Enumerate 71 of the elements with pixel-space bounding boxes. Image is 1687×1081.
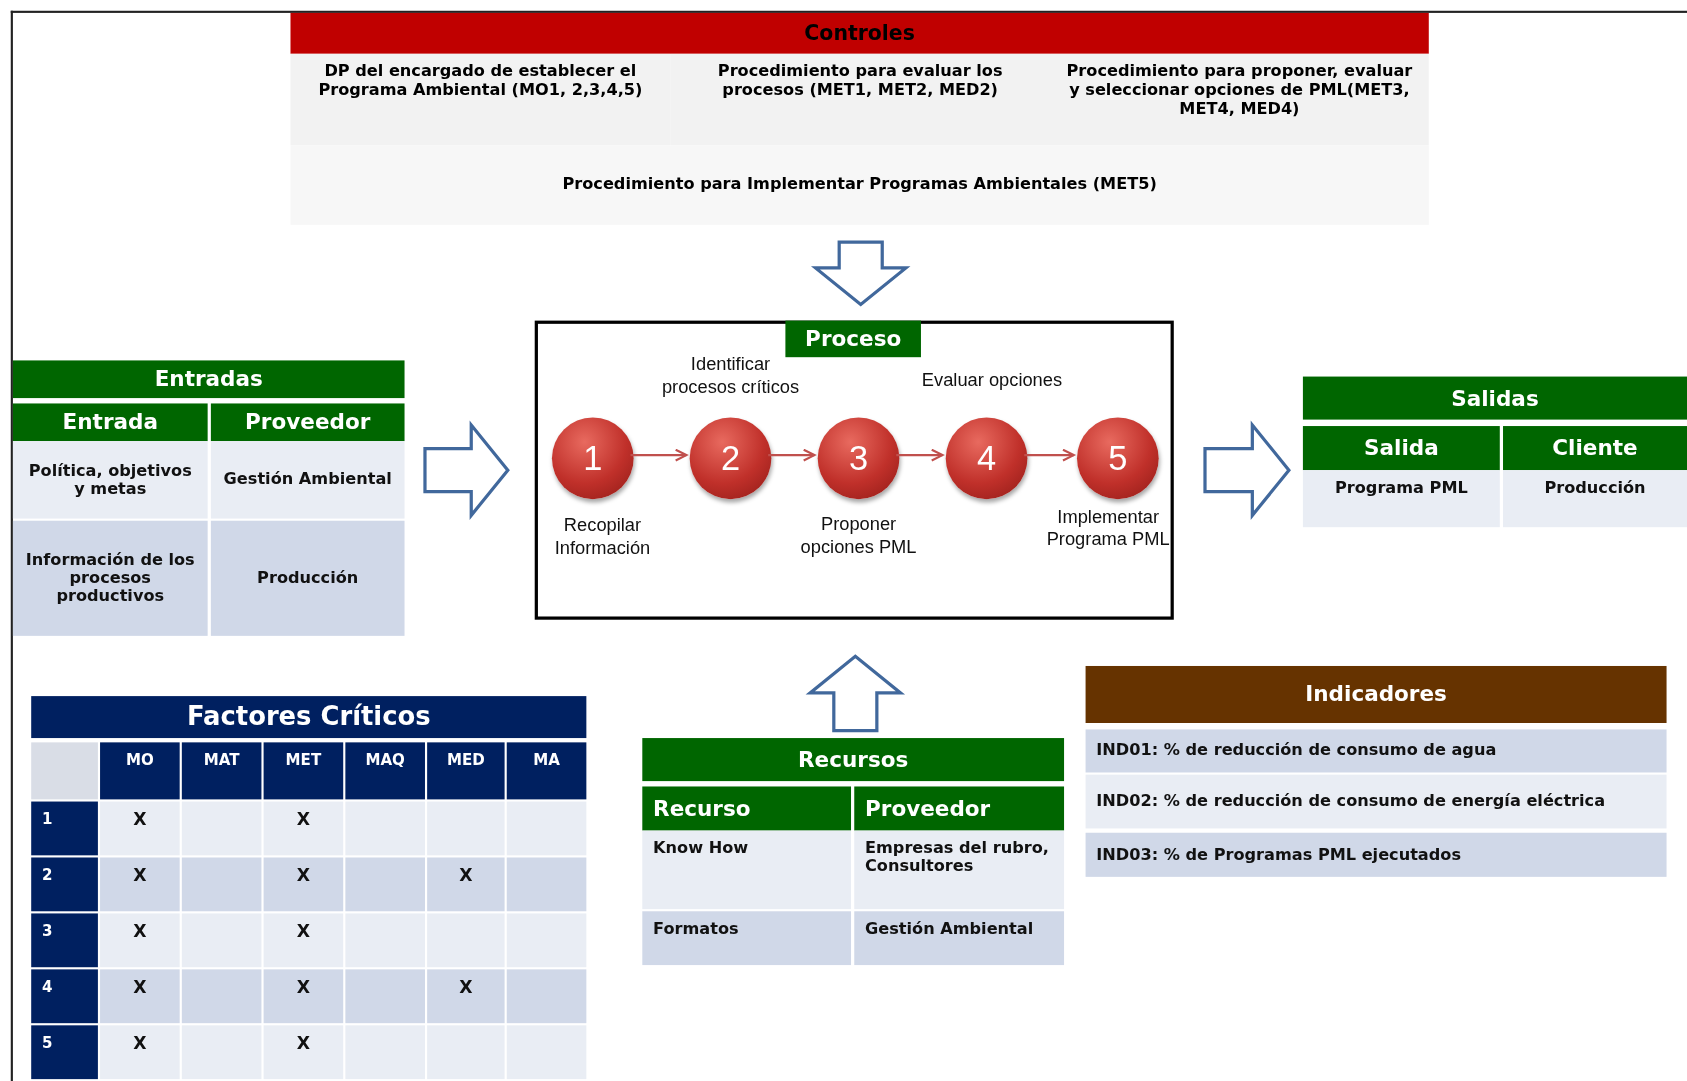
table-header: Factores Críticos — [31, 696, 587, 739]
table-header: Recurso — [642, 786, 852, 831]
table-header: 1 — [31, 801, 98, 856]
table-cell: Know How — [642, 830, 852, 910]
step-label: Recopilar Información — [553, 514, 652, 560]
table-cell: Formatos — [642, 911, 852, 966]
table-header: Cliente — [1503, 426, 1687, 471]
step-circle: 5 — [1076, 417, 1159, 500]
table-header: MET — [263, 742, 344, 800]
block-arrow — [423, 420, 510, 520]
table-header: Entrada — [12, 403, 208, 442]
arrow — [896, 448, 944, 462]
table-cell: X — [100, 913, 180, 968]
table-cell: Gestión Ambiental — [210, 441, 405, 519]
table-header: Indicadores — [1085, 666, 1667, 723]
table-cell: X — [263, 1025, 344, 1080]
table-header: 5 — [31, 1025, 98, 1080]
block-arrow — [805, 654, 906, 733]
table-cell: Gestión Ambiental — [854, 911, 1065, 966]
table-cell: IND01: % de reducción de consumo de agua — [1085, 729, 1667, 773]
step-label: Evaluar opciones — [920, 369, 1064, 392]
table-header: MED — [427, 742, 505, 800]
table-header: MA — [506, 742, 587, 800]
table-cell: Información de los procesos productivos — [12, 520, 208, 636]
table-header: MAQ — [345, 742, 425, 800]
table-cell: Procedimiento para evaluar los procesos (MET1, MET2, MED2) — [670, 53, 1051, 146]
step-circle: 2 — [689, 417, 772, 500]
table-cell: Producción — [1503, 470, 1687, 528]
table-cell: X — [263, 857, 344, 912]
table-header: 2 — [31, 857, 98, 912]
step-label: Proponer opciones PML — [799, 513, 918, 559]
table-header: 4 — [31, 969, 98, 1024]
step-label: Implementar Programa PML — [1045, 505, 1171, 552]
table-header: Salidas — [1302, 376, 1687, 420]
table-header: Salida — [1302, 426, 1500, 471]
table-header: Proveedor — [210, 403, 405, 442]
step-circle: 1 — [551, 417, 634, 500]
table-cell: X — [263, 801, 344, 856]
arrow — [1024, 448, 1075, 462]
table-cell: Producción — [210, 520, 405, 636]
table-cell: X — [263, 969, 344, 1024]
table-header: 3 — [31, 913, 98, 968]
table-cell: Política, objetivos y metas — [12, 441, 208, 519]
table-header: MAT — [181, 742, 262, 800]
table-header: MO — [100, 742, 180, 800]
block-arrow — [1203, 420, 1291, 520]
table-cell: X — [427, 857, 505, 912]
table-cell: X — [100, 969, 180, 1024]
arrow — [630, 448, 688, 462]
table-cell: Procedimiento para Implementar Programas Ambientales (MET5) — [290, 145, 1429, 225]
section-tab: Proceso — [785, 320, 921, 358]
block-arrow — [810, 240, 911, 307]
table-cell: IND03: % de Programas PML ejecutados — [1085, 832, 1667, 877]
table-header: Controles — [290, 12, 1429, 54]
table-cell: X — [100, 857, 180, 912]
table-header: Proveedor — [854, 786, 1065, 831]
table-cell: Procedimiento para proponer, evaluar y seleccionar opciones de PML(MET3, MET4, MED4) — [1050, 53, 1429, 146]
table-cell: Empresas del rubro, Consultores — [854, 830, 1065, 910]
step-circle: 3 — [817, 417, 900, 500]
table-cell: Programa PML — [1302, 470, 1500, 528]
table-header: Recursos — [642, 738, 1065, 782]
table-header: Entradas — [12, 360, 405, 399]
table-cell: DP del encargado de establecer el Programa Ambiental (MO1, 2,3,4,5) — [290, 53, 671, 146]
table-cell: X — [427, 969, 505, 1024]
table-cell: X — [263, 913, 344, 968]
table-cell: IND02: % de reducción de consumo de energía eléctrica — [1085, 774, 1667, 829]
table-cell: X — [100, 801, 180, 856]
table-cell: X — [100, 1025, 180, 1080]
process-frame — [534, 320, 1174, 620]
step-circle: 4 — [945, 417, 1028, 500]
arrow — [768, 448, 816, 462]
